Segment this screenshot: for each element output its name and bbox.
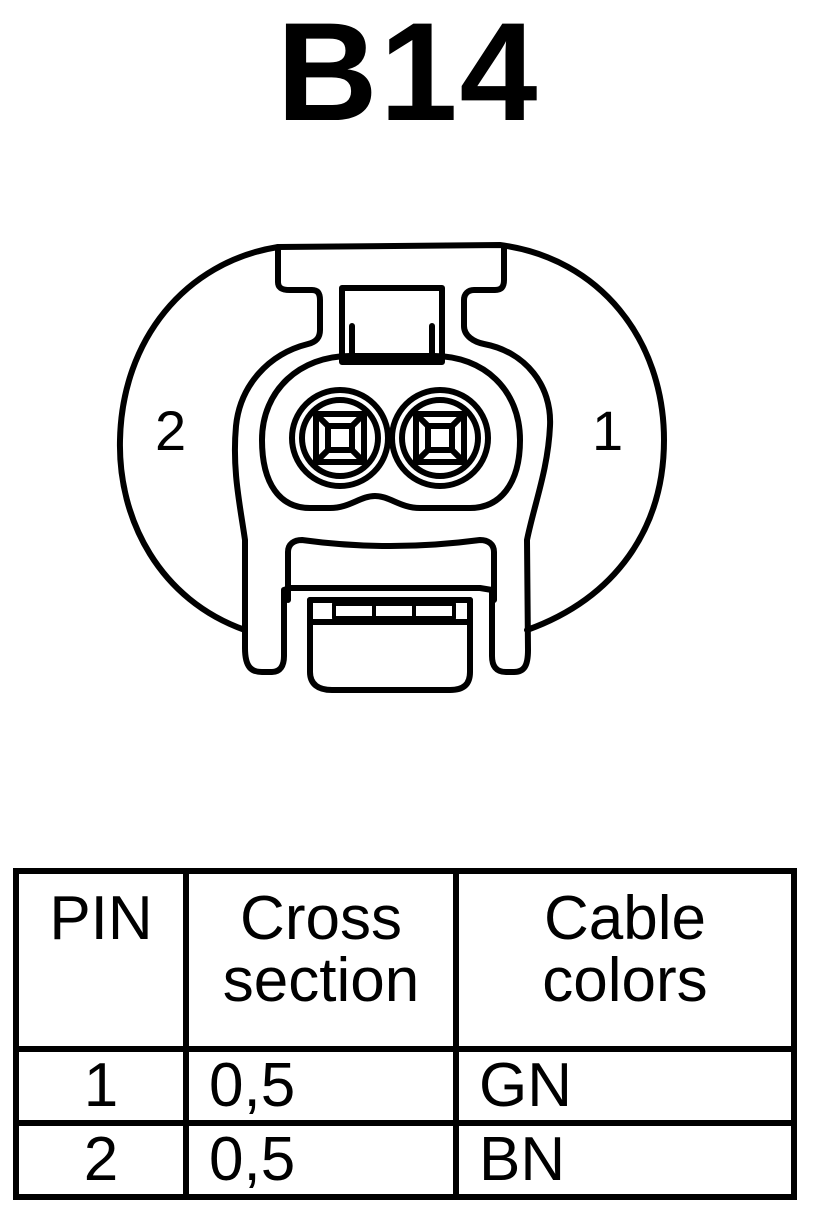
cell-cable-color: BN — [453, 1120, 797, 1200]
pin-1-socket — [389, 387, 491, 489]
cell-cross-section: 0,5 — [183, 1120, 459, 1200]
connector-outer-shell — [116, 242, 667, 633]
pin-assignment-table: PIN Cross section Cable colors 1 0,5 GN … — [13, 868, 797, 1200]
connector-cavity — [259, 353, 523, 511]
header-cross-section: Cross section — [183, 868, 459, 1052]
pin-2-socket — [289, 387, 391, 489]
header-pin: PIN — [13, 868, 189, 1052]
connector-title: B14 — [276, 0, 540, 150]
connector-drawing: 2 1 — [116, 242, 667, 693]
header-cable-colors: Cable colors — [453, 868, 797, 1052]
cell-cross-section: 0,5 — [183, 1046, 459, 1126]
connector-latch — [339, 285, 445, 365]
cell-pin: 2 — [13, 1120, 189, 1200]
table-row: 1 0,5 GN — [13, 1046, 797, 1126]
connector-housing — [231, 244, 554, 675]
pin-label-1: 1 — [592, 399, 623, 462]
table-row: 2 0,5 BN — [13, 1120, 797, 1200]
connector-lower-arch — [285, 537, 497, 603]
cell-cable-color: GN — [453, 1046, 797, 1126]
pin-label-2: 2 — [155, 399, 186, 462]
table-header-row: PIN Cross section Cable colors — [13, 868, 797, 1052]
connector-key-tab — [307, 597, 473, 693]
cell-pin: 1 — [13, 1046, 189, 1126]
